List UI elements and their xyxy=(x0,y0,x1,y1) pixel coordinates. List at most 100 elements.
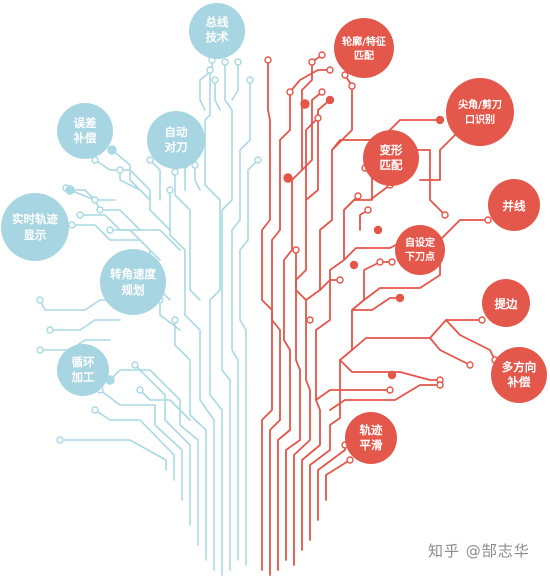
right-branch-line xyxy=(363,219,489,301)
right-terminal-dot xyxy=(264,56,272,64)
right-terminal-dot xyxy=(348,82,356,90)
left-terminal-dot xyxy=(221,58,229,66)
right-terminal-dot xyxy=(314,114,322,122)
node-corner-speed-line1: 转角速度 xyxy=(110,267,156,281)
left-branch-line xyxy=(59,439,167,471)
node-cycle-machining: 循环 加工 xyxy=(57,344,109,396)
node-error-comp-line2: 补偿 xyxy=(73,131,97,145)
right-branch-line xyxy=(343,184,391,211)
left-terminal-dot xyxy=(65,185,75,195)
right-terminal-dot xyxy=(436,381,444,389)
node-sharp-corner-line1: 尖角/剪刀 xyxy=(458,98,502,111)
left-branch-line xyxy=(94,159,171,231)
right-terminal-dot xyxy=(326,66,334,74)
left-branch-line xyxy=(49,319,121,331)
left-branch-line xyxy=(239,159,259,566)
right-branch-line xyxy=(301,91,323,171)
left-branch-line xyxy=(174,319,207,561)
node-custom-cut-point: 自设定 下刀点 xyxy=(395,225,445,275)
left-branch-line xyxy=(69,189,116,201)
node-corner-speed-line2: 规划 xyxy=(122,283,145,297)
right-terminal-dot xyxy=(292,246,300,254)
left-branch-line xyxy=(134,364,191,526)
left-branch-line xyxy=(169,189,215,571)
right-terminal-dot xyxy=(478,316,486,324)
left-branch-terminals xyxy=(36,56,262,444)
right-terminal-dot xyxy=(346,456,354,464)
left-terminal-dot xyxy=(96,206,104,214)
left-branch-line xyxy=(199,59,213,111)
right-terminal-dot xyxy=(300,99,310,109)
left-terminal-dot xyxy=(106,226,114,234)
left-branch-line xyxy=(111,149,151,201)
left-terminal-dot xyxy=(76,211,84,219)
node-bus-tech: 总线 技术 xyxy=(189,3,245,59)
left-branch-line xyxy=(94,409,175,481)
node-merge-line: 并线 xyxy=(488,179,540,231)
node-track-smooth-line1: 轨迹 xyxy=(360,423,383,437)
left-terminal-dot xyxy=(166,186,174,194)
node-realtime-track-line2: 显示 xyxy=(24,228,47,242)
node-error-comp: 误差 补偿 xyxy=(57,103,113,159)
right-terminal-dot xyxy=(387,370,397,380)
left-terminal-dot xyxy=(246,76,254,84)
right-terminal-dot xyxy=(286,88,294,96)
node-bus-tech-line2: 技术 xyxy=(206,30,229,44)
left-terminal-dot xyxy=(191,161,199,169)
right-branch-line xyxy=(429,337,471,366)
node-multi-dir-comp: 多方向 补偿 xyxy=(491,347,547,403)
left-terminal-dot xyxy=(136,386,144,394)
left-terminal-dot xyxy=(131,361,139,369)
node-auto-tool-set: 自动 对刀 xyxy=(147,111,205,169)
right-terminal-dot xyxy=(441,211,449,219)
left-terminal-dot xyxy=(171,316,179,324)
left-branch-line xyxy=(221,61,233,571)
left-terminal-dot xyxy=(116,166,124,174)
left-terminal-dot xyxy=(36,346,44,354)
right-terminal-dot xyxy=(354,192,362,200)
right-branch-line xyxy=(351,319,483,351)
left-terminal-dot xyxy=(68,221,76,229)
left-terminal-dot xyxy=(234,58,242,66)
node-custom-cut-point-line1: 自设定 xyxy=(405,236,435,249)
node-merge-line-line1: 并线 xyxy=(503,199,526,213)
right-terminal-dot xyxy=(318,51,326,59)
left-branch-line xyxy=(99,389,183,501)
node-error-comp-line1: 误差 xyxy=(74,116,97,130)
right-terminal-dot xyxy=(306,316,314,324)
left-terminal-dot xyxy=(254,156,262,164)
right-terminal-dot xyxy=(364,206,372,214)
right-branch-line xyxy=(315,389,391,401)
node-bus-tech-line1: 总线 xyxy=(206,15,229,29)
left-branch-line xyxy=(194,164,201,191)
left-branch-line xyxy=(174,171,201,301)
left-branch-line xyxy=(139,389,191,421)
left-terminal-dot xyxy=(46,326,54,334)
right-terminal-dot xyxy=(386,386,394,394)
left-branch-line xyxy=(109,369,199,546)
left-branch-line xyxy=(231,79,251,561)
left-terminal-dot xyxy=(146,156,154,164)
right-branch-line xyxy=(289,69,331,93)
left-terminal-dot xyxy=(171,168,179,176)
right-terminal-dot xyxy=(435,115,445,125)
right-terminal-dot xyxy=(466,361,474,369)
node-deform-match-line2: 匹配 xyxy=(380,158,403,172)
right-branch-line xyxy=(295,249,307,301)
right-terminal-dot xyxy=(388,258,396,266)
node-sharp-corner: 尖角/剪刀 口识别 xyxy=(446,78,514,146)
right-branch-line xyxy=(351,297,401,311)
right-branch-line xyxy=(325,459,351,501)
right-terminal-dot xyxy=(336,276,344,284)
node-corner-speed: 转角速度 规划 xyxy=(100,249,166,315)
node-custom-cut-point-line2: 下刀点 xyxy=(405,250,435,263)
right-branch-line xyxy=(305,117,319,201)
node-contour-match-line1: 轮廓/特征 xyxy=(342,35,386,48)
node-auto-tool-set-line2: 对刀 xyxy=(165,140,188,154)
right-terminal-dot xyxy=(395,293,405,303)
left-terminal-dot xyxy=(211,76,219,84)
node-track-smooth: 轨迹 平滑 xyxy=(345,412,397,464)
right-terminal-dot xyxy=(325,95,335,105)
right-branch-line xyxy=(301,195,359,551)
right-branch-line xyxy=(409,149,446,216)
